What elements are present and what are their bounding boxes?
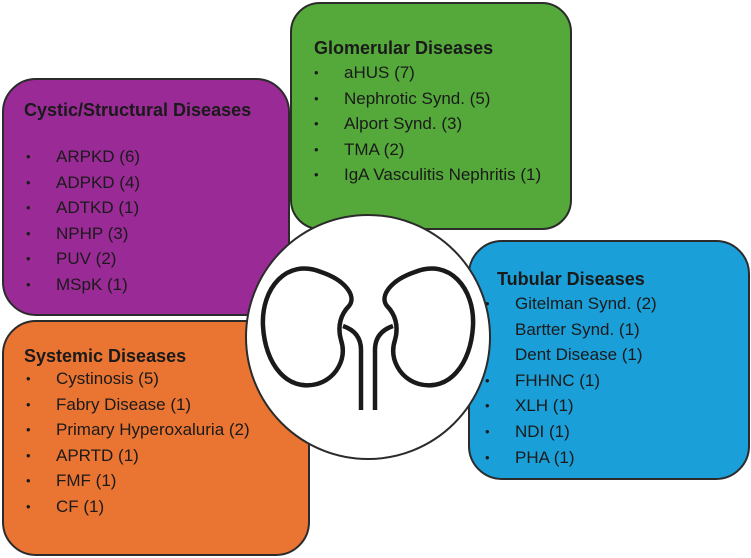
bullet-icon: • [26, 422, 31, 438]
systemic-item-text: Primary Hyperoxaluria (2) [56, 420, 250, 440]
systemic-list-item: • APRTD (1) [26, 443, 250, 469]
bullet-icon: • [485, 449, 490, 465]
cystic-structural-diseases-list: •ARPKD (6)•ADPKD (4)•ADTKD (1)•NPHP (3)•… [26, 144, 140, 298]
cystic-item-text: ADTKD (1) [56, 198, 140, 218]
tubular-list-item: •Dent Disease (1) [485, 342, 657, 368]
bullet-icon: • [26, 225, 31, 241]
cystic-structural-diseases-title: Cystic/Structural Diseases [24, 100, 252, 120]
tubular-item-text: NDI (1) [515, 421, 570, 441]
bullet-icon: • [314, 90, 319, 106]
bullet-icon: • [26, 447, 31, 463]
tubular-diseases-box: Tubular Diseases •Gitelman Synd. (2)•Bar… [468, 240, 750, 480]
tubular-item-text: Gitelman Synd. (2) [515, 294, 657, 313]
systemic-item-text: Fabry Disease (1) [56, 394, 192, 414]
glomerular-item-text: aHUS (7) [344, 63, 415, 82]
cystic-item-text: NPHP (3) [56, 223, 129, 243]
bullet-icon: • [26, 498, 31, 514]
bullet-icon: • [485, 423, 490, 439]
systemic-item-text: FMF (1) [56, 471, 117, 491]
bullet-icon: • [26, 174, 31, 190]
tubular-list-item: • PHA (1) [485, 445, 657, 471]
tubular-diseases-list: •Gitelman Synd. (2)•Bartter Synd. (1)•De… [485, 291, 657, 470]
glomerular-item-text: TMA (2) [344, 139, 405, 159]
glomerular-item-text: Nephrotic Synd. (5) [344, 88, 491, 108]
tubular-list-item: • NDI (1) [485, 419, 657, 445]
systemic-item-text: CF (1) [56, 496, 105, 516]
glomerular-diseases-list: • aHUS (7) • Nephrotic Synd. (5) • Alport Syn… [314, 60, 554, 188]
systemic-item-text: APRTD (1) [56, 445, 139, 465]
cystic-item-text: ARPKD (6) [56, 147, 141, 166]
systemic-item-text: Cystinosis (5) [56, 369, 159, 388]
glomerular-list-item: • Nephrotic Synd. (5) [314, 86, 554, 112]
glomerular-list-item: • TMA (2) [314, 137, 554, 163]
cystic-structural-diseases-box: Cystic/Structural Diseases • ARPKD (6) • AD… [2, 78, 290, 316]
bullet-icon: • [485, 372, 490, 388]
tubular-item-text: XLH (1) [515, 396, 574, 416]
left-kidney-icon [260, 266, 354, 388]
bullet-icon: • [26, 200, 31, 216]
bullet-icon: • [314, 65, 319, 80]
systemic-list-item: • Cystinosis (5) [26, 366, 250, 392]
bullet-icon: • [485, 296, 490, 311]
tubular-list-item: • FHHNC (1) [485, 368, 657, 394]
tubular-list-item: •Bartter Synd. (1) [485, 317, 657, 343]
bullet-icon: • [26, 251, 31, 267]
tubular-item-text: Bartter Synd. (1) [515, 319, 640, 339]
tubular-diseases-title: Tubular Diseases [497, 269, 645, 289]
tubular-list-item: • XLH (1) [485, 393, 657, 419]
systemic-list-item: • Fabry Disease (1) [26, 392, 250, 418]
glomerular-item-text: Alport Synd. (3) [344, 114, 463, 134]
glomerular-list-item: • IgA Vasculitis Nephritis (1) [314, 162, 554, 188]
glomerular-diseases-box: Glomerular Diseases • aHUS (7) • Nephrotic … [290, 2, 572, 230]
glomerular-item-text: IgA Vasculitis Nephritis (1) [344, 165, 542, 185]
kidney-circle [245, 214, 491, 460]
tubular-list-item: • Gitelman Synd. (2) [485, 291, 657, 317]
glomerular-diseases-title: Glomerular Diseases [314, 38, 494, 58]
cystic-item-text: ADPKD (4) [56, 172, 141, 192]
glomerular-list-item: • aHUS (7) [314, 60, 554, 86]
tubular-item-text: Dent Disease (1) [515, 345, 643, 365]
bullet-icon: • [314, 167, 319, 183]
cystic-list-item: • ADPKD (4) [26, 170, 140, 196]
bullet-icon: • [26, 473, 31, 489]
tubular-item-text: FHHNC (1) [515, 370, 600, 390]
cystic-list-item: • ADTKD (1) [26, 195, 140, 221]
bullet-icon: • [26, 149, 31, 164]
bullet-icon: • [26, 371, 31, 386]
kidneys-icon [260, 266, 476, 410]
bullet-icon: • [26, 276, 31, 292]
left-ureter-icon [342, 323, 364, 410]
cystic-item-text: PUV (2) [56, 249, 117, 269]
right-ureter-icon [372, 323, 394, 410]
systemic-list-item: • CF (1) [26, 494, 250, 520]
cystic-list-item: • ARPKD (6) [26, 144, 140, 170]
bullet-icon: • [26, 396, 31, 412]
bullet-icon: • [314, 141, 319, 157]
glomerular-list-item: • Alport Synd. (3) [314, 111, 554, 137]
systemic-diseases-list: • Cystinosis (5) • Fabry Disease (1) • Primar… [26, 366, 250, 520]
cystic-list-item: • MSpK (1) [26, 272, 140, 298]
tubular-item-text: PHA (1) [515, 447, 575, 467]
cystic-list-item: • PUV (2) [26, 246, 140, 272]
systemic-list-item: • FMF (1) [26, 468, 250, 494]
cystic-item-text: MSpK (1) [56, 274, 128, 294]
systemic-diseases-title: Systemic Diseases [24, 346, 187, 366]
bullet-icon: • [314, 116, 319, 132]
right-kidney-icon [382, 266, 476, 388]
cystic-list-item: • NPHP (3) [26, 221, 140, 247]
systemic-list-item: • Primary Hyperoxaluria (2) [26, 417, 250, 443]
bullet-icon: • [485, 398, 490, 414]
